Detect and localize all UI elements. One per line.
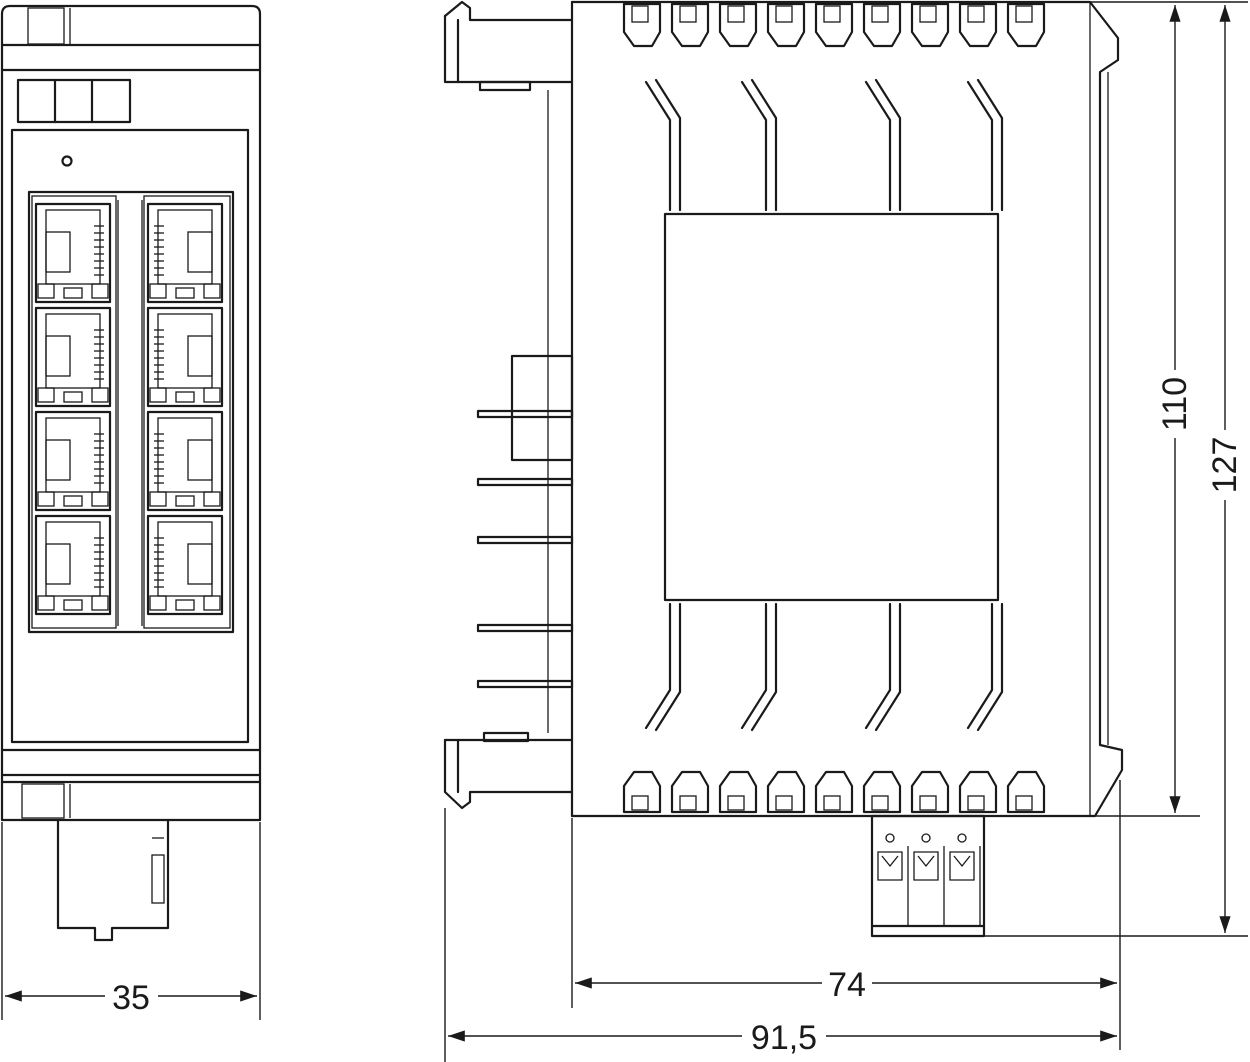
fin-top — [622, 2, 662, 48]
fin-top — [718, 2, 758, 48]
front-view — [0, 4, 262, 942]
pin-icon — [476, 623, 574, 633]
fin-top — [1006, 2, 1046, 48]
fin-leg — [966, 78, 1004, 732]
led-indicators — [16, 78, 132, 124]
terminal-contact-icon — [949, 833, 981, 926]
dimension-width-front: 35 — [1, 822, 261, 1020]
fin-leg — [644, 78, 682, 732]
fin-top — [814, 2, 854, 48]
fin-top — [958, 2, 998, 48]
terminal-contact-icon — [877, 833, 909, 926]
height-total-label: 127 — [1206, 437, 1244, 494]
rj45-port-block — [27, 190, 235, 634]
rj45-port-icon — [34, 306, 112, 408]
side-view — [443, 0, 1124, 938]
height-body-label: 110 — [1156, 377, 1194, 431]
depth-body-label: 74 — [828, 966, 866, 1004]
status-led-icon — [61, 155, 73, 167]
fin-leg — [864, 78, 902, 732]
rj45-port-icon — [146, 202, 224, 304]
depth-total-label: 91,5 — [751, 1019, 817, 1057]
fin-bottom — [766, 770, 806, 814]
cooling-fins — [622, 2, 1046, 814]
fin-bottom — [958, 770, 998, 814]
fin-top — [862, 2, 902, 48]
pin-icon — [476, 477, 574, 487]
fin-top — [766, 2, 806, 48]
fin-top — [670, 2, 710, 48]
rj45-port-icon — [146, 306, 224, 408]
rj45-port-icon — [146, 514, 224, 616]
pin-icon — [476, 679, 574, 689]
dimension-depth-body: 74 — [571, 780, 1121, 1050]
fin-bottom — [814, 770, 854, 814]
fin-top — [910, 2, 950, 48]
fin-bottom — [1006, 770, 1046, 814]
fin-bottom — [718, 770, 758, 814]
rj45-port-icon — [146, 410, 224, 512]
fin-leg — [740, 78, 778, 732]
rj45-port-icon — [34, 202, 112, 304]
label-area — [663, 212, 1000, 602]
fin-bottom — [862, 770, 902, 814]
width-front-label: 35 — [112, 979, 150, 1017]
pin-icon — [476, 409, 574, 419]
terminal-block — [870, 814, 986, 938]
dimension-height-body: 110 — [1156, 5, 1194, 813]
din-clip-bottom — [443, 731, 574, 810]
terminal-contact-icon — [913, 833, 945, 926]
dimension-height-total: 127 — [1206, 5, 1244, 933]
fin-bottom — [910, 770, 950, 814]
rj45-port-icon — [34, 410, 112, 512]
side-pins — [476, 409, 574, 689]
fin-bottom — [622, 770, 662, 814]
pin-icon — [476, 535, 574, 545]
dimension-depth-total: 91,5 — [444, 808, 1117, 1062]
din-clip-top — [443, 0, 574, 92]
fin-bottom — [670, 770, 710, 814]
front-terminal-connector — [56, 818, 170, 942]
rj45-port-icon — [34, 514, 112, 616]
